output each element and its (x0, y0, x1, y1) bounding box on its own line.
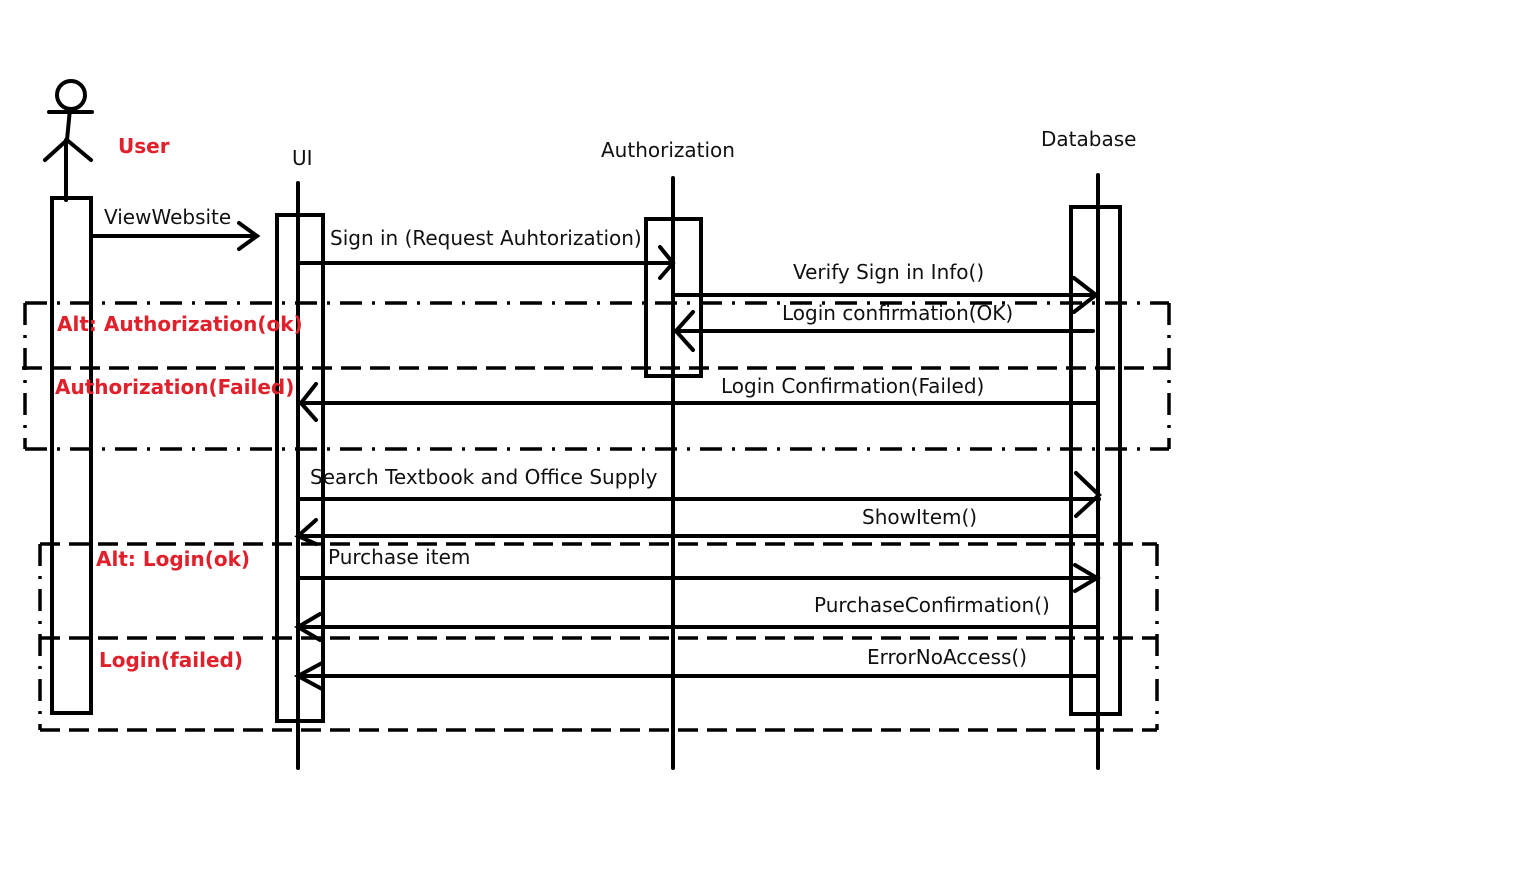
message-label: Login Confirmation(Failed) (721, 374, 984, 398)
message-verify-sign-in: Verify Sign in Info() (671, 260, 1100, 314)
database-activation (1069, 205, 1122, 716)
message-label: ViewWebsite (104, 205, 231, 229)
message-view-website: ViewWebsite (89, 205, 261, 251)
fragment-alt-login (38, 542, 1159, 732)
message-label: Purchase item (328, 545, 470, 569)
message-error-no-access: ErrorNoAccess() (293, 645, 1098, 691)
user-actor-icon (43, 79, 94, 202)
message-login-failed: Login Confirmation(Failed) (298, 374, 1099, 422)
user-label: User (118, 134, 170, 158)
user-activation (50, 196, 93, 715)
message-purchase-confirmation: PurchaseConfirmation() (294, 593, 1098, 642)
fragment-label-login-failed: Login(failed) (99, 648, 243, 672)
fragment-label-authorization-failed: Authorization(Failed) (55, 375, 294, 399)
fragment-label-alt-authorization-ok: Alt: Authorization(ok) (57, 312, 303, 336)
fragment-alt-authorization (22, 301, 1171, 451)
authorization-label: Authorization (601, 138, 735, 162)
message-purchase-item: Purchase item (296, 545, 1101, 593)
database-label: Database (1041, 127, 1136, 151)
message-label: Sign in (Request Auhtorization) (330, 226, 642, 250)
message-label: Login confirmation(OK) (782, 301, 1013, 325)
message-label: ShowItem() (862, 505, 977, 529)
message-show-item: ShowItem() (294, 505, 1099, 546)
message-label: Search Textbook and Office Supply (310, 465, 658, 489)
fragment-label-alt-login-ok: Alt: Login(ok) (96, 547, 250, 571)
message-label: ErrorNoAccess() (867, 645, 1027, 669)
ui-label: UI (292, 146, 313, 170)
message-label: Verify Sign in Info() (793, 260, 984, 284)
message-search: Search Textbook and Office Supply (296, 465, 1102, 518)
message-label: PurchaseConfirmation() (814, 593, 1050, 617)
message-sign-in: Sign in (Request Auhtorization) (296, 226, 676, 280)
message-login-ok: Login confirmation(OK) (673, 301, 1095, 352)
